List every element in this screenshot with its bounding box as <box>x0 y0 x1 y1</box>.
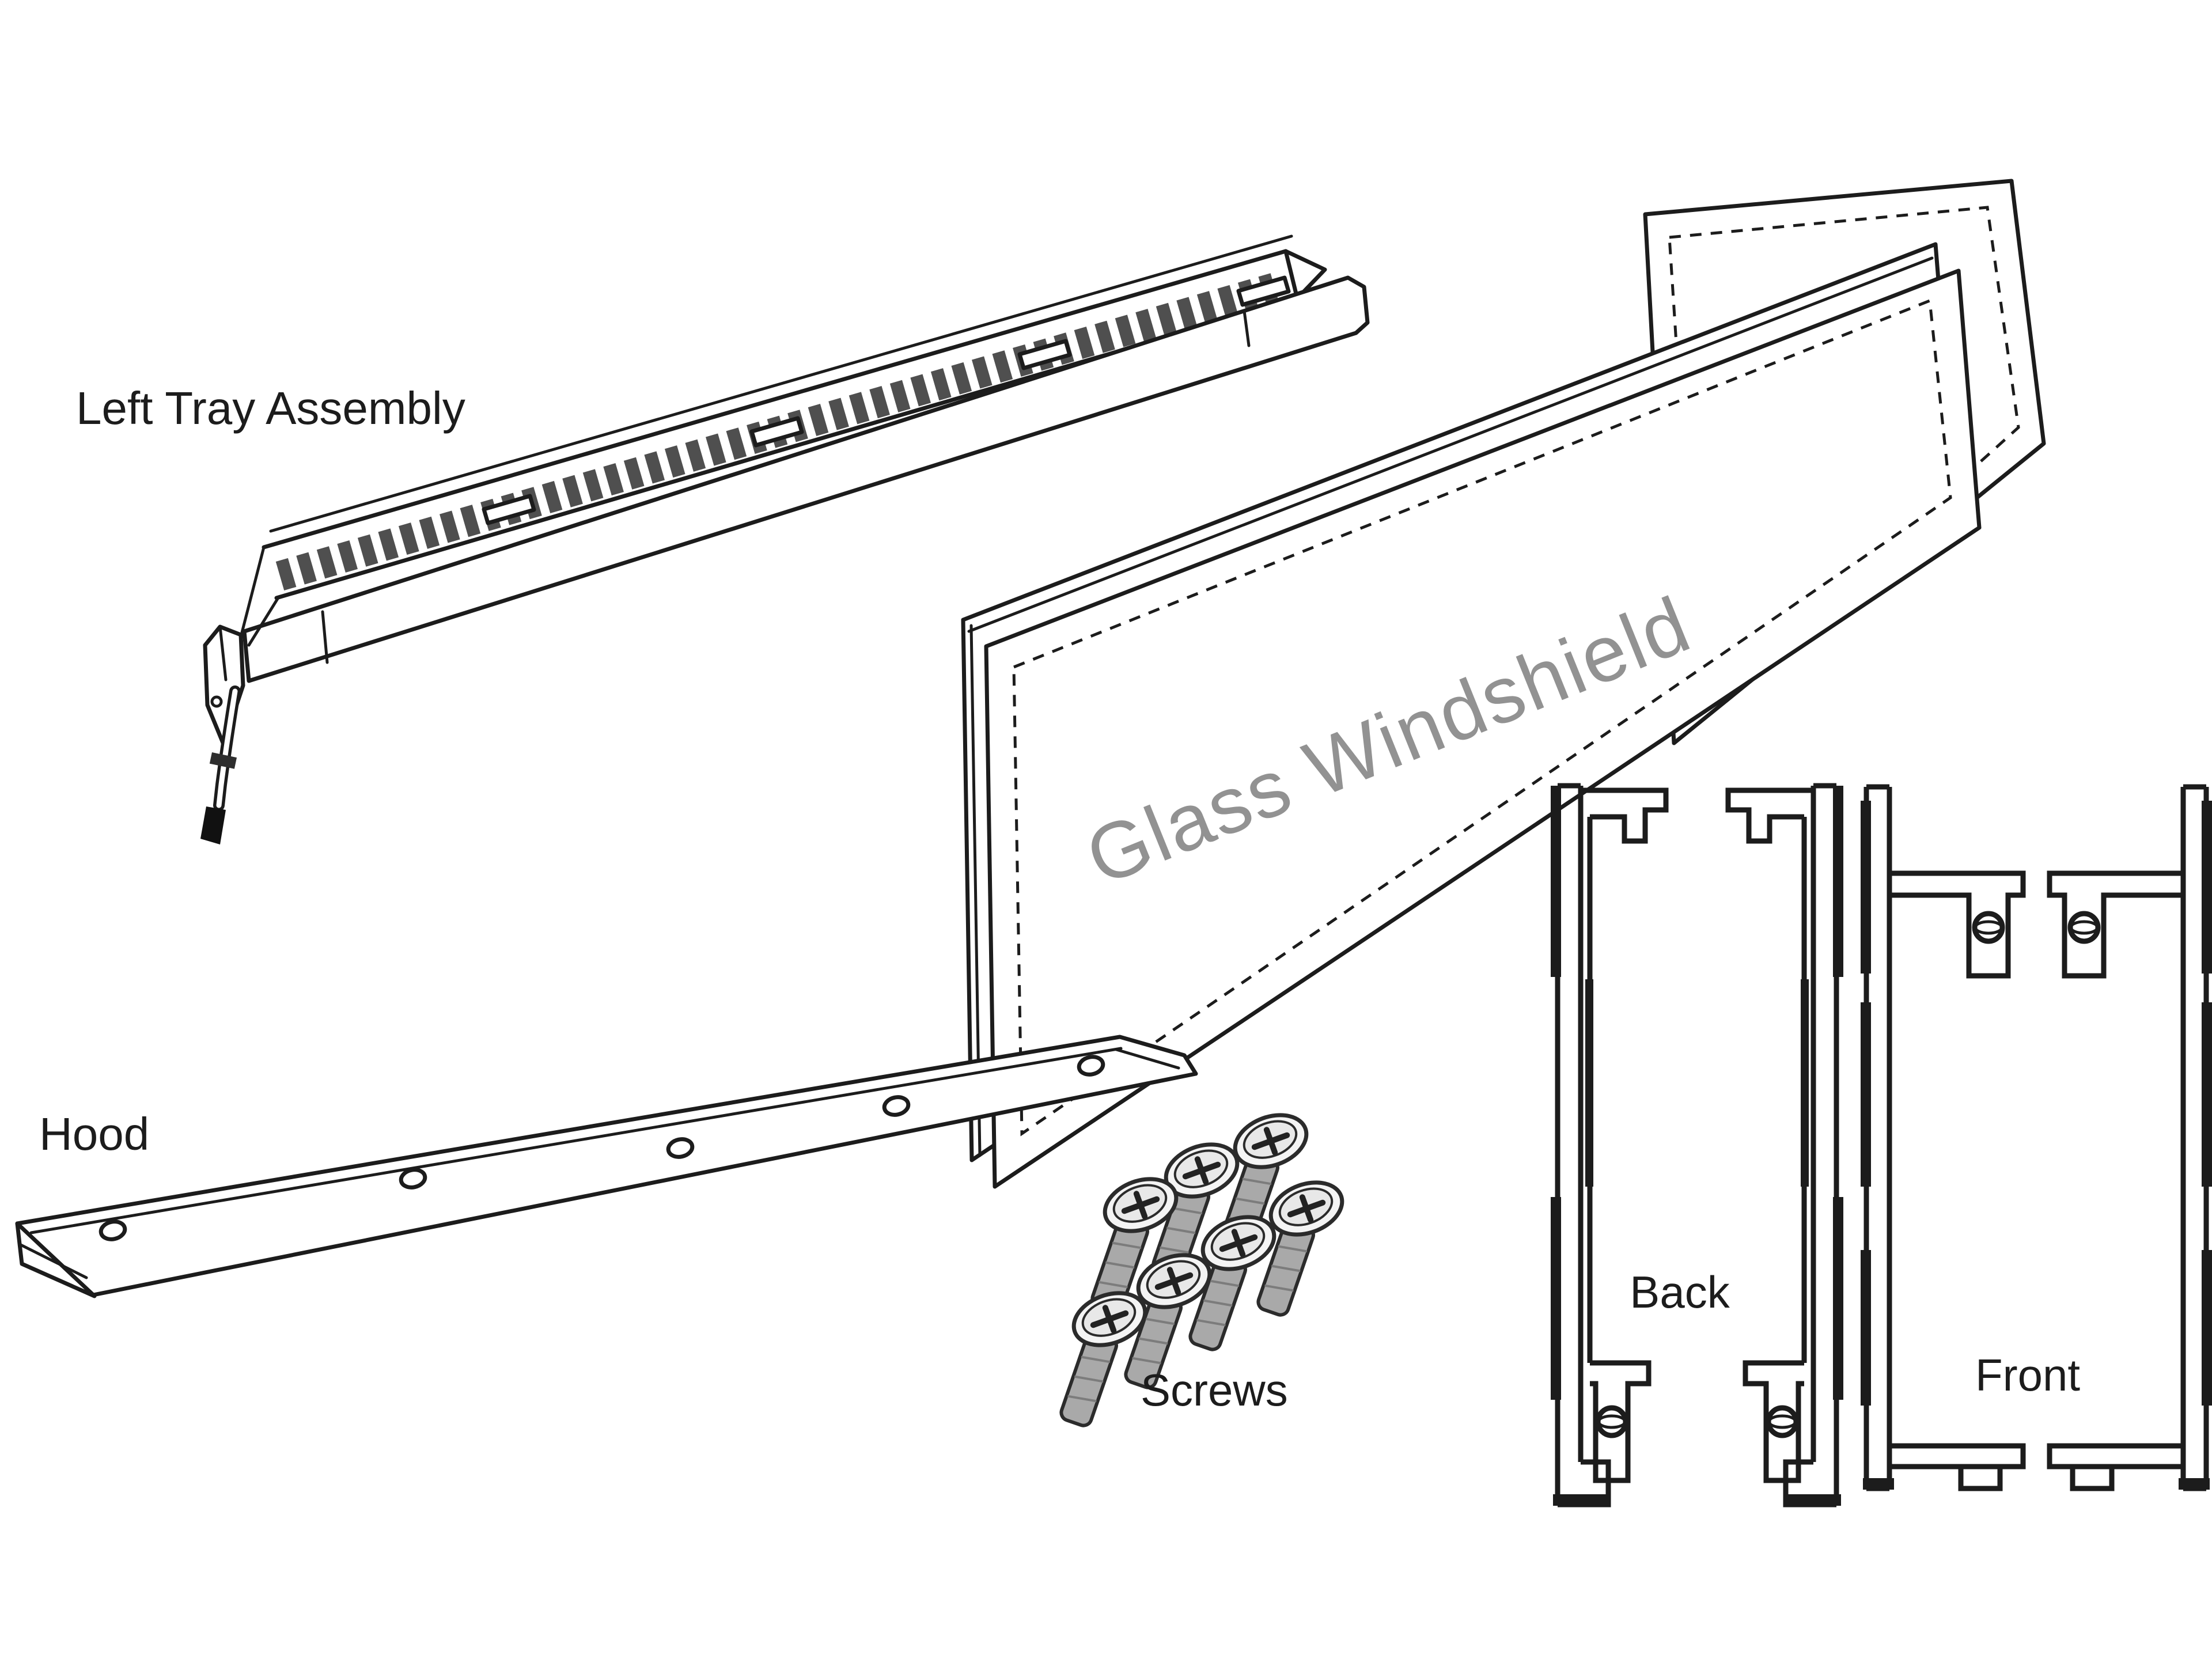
hood-hole <box>882 1095 911 1117</box>
tray-slot <box>749 416 804 448</box>
label-hood: Hood <box>39 1108 149 1160</box>
tray-slot <box>1236 275 1291 307</box>
tray-slot <box>1017 339 1072 370</box>
back-channel-right-piece <box>1728 786 1843 1506</box>
label-back: Back <box>1630 1267 1730 1317</box>
tray-slot <box>482 494 536 525</box>
left-tray-assembly-drawing <box>200 234 1370 844</box>
windshield-stitch-border <box>1012 298 1952 1137</box>
glass-windshield-drawing: Glass Windshield <box>961 179 2046 1189</box>
hood-drawing <box>15 1035 1198 1298</box>
tray-rail-face <box>242 275 1370 683</box>
hood-hole <box>666 1137 695 1159</box>
windshield-front-panel <box>984 268 1982 1189</box>
back-channel-drawing <box>1551 786 1843 1506</box>
hood-hole <box>399 1168 427 1190</box>
hood-hole <box>99 1219 127 1241</box>
back-channel-left-piece <box>1551 786 1666 1506</box>
cable-tip <box>200 806 226 844</box>
label-screws: Screws <box>1141 1365 1288 1415</box>
hood-strip <box>15 1035 1198 1297</box>
label-front: Front <box>1975 1350 2080 1400</box>
label-left-tray-assembly: Left Tray Assembly <box>76 382 465 434</box>
tray-cable <box>200 685 241 844</box>
hood-hole <box>1077 1055 1105 1077</box>
